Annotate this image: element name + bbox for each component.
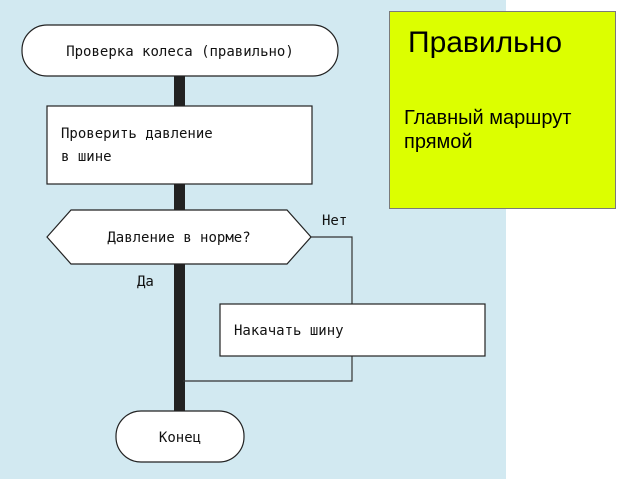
no-branch-connector [311, 236, 353, 304]
process-node-label-line2: в шине [61, 149, 112, 165]
return-connector [183, 356, 353, 382]
note-title: Правильно [408, 26, 563, 59]
no-label: Нет [322, 213, 347, 229]
decision-node: Давление в норме? [46, 209, 312, 265]
note-body: Главный маршрут прямой [404, 107, 572, 153]
start-node: Проверка колеса (правильно) [21, 24, 339, 77]
yes-label: Да [137, 274, 154, 290]
end-node-label: Конец [159, 430, 201, 446]
process-node-label-line1: Проверить давление [61, 126, 213, 142]
note-box: Правильно Главный маршрут прямой [389, 11, 616, 209]
start-node-label: Проверка колеса (правильно) [66, 44, 294, 60]
process-node-inflate-label: Накачать шину [234, 323, 344, 339]
process-node-check-pressure: Проверить давление в шине [46, 105, 313, 185]
process-node-inflate: Накачать шину [219, 303, 486, 357]
decision-node-label: Давление в норме? [107, 230, 250, 246]
end-node: Конец [115, 410, 245, 463]
